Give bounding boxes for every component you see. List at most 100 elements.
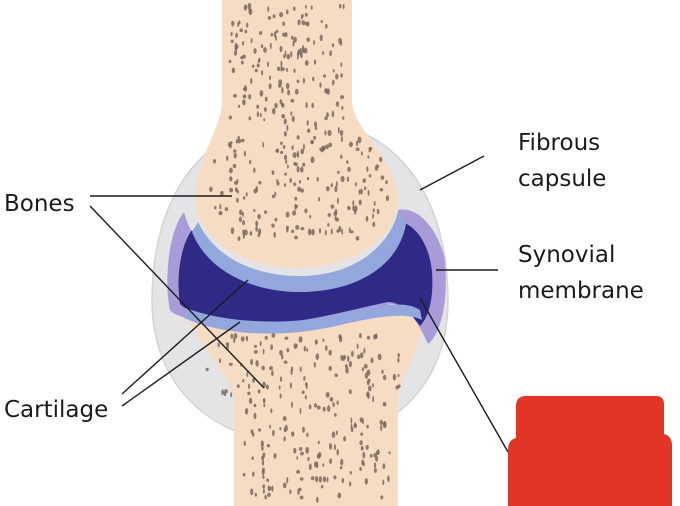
bone-pore bbox=[228, 115, 232, 120]
bone-pore bbox=[274, 217, 278, 222]
bone-pore bbox=[372, 208, 375, 213]
bone-pore bbox=[348, 360, 352, 368]
bone-pore bbox=[322, 145, 326, 151]
bone-pore bbox=[278, 79, 283, 86]
bone-pore bbox=[373, 467, 377, 474]
bone-pore bbox=[272, 107, 276, 115]
bone-pore bbox=[293, 161, 297, 166]
bone-pore bbox=[367, 392, 370, 400]
bone-pore bbox=[359, 466, 362, 472]
bone-pore bbox=[360, 188, 363, 195]
bone-pore bbox=[243, 4, 248, 11]
bone-pore bbox=[311, 229, 315, 236]
bone-pore bbox=[382, 463, 386, 470]
bone-pore bbox=[280, 102, 284, 107]
bone-pore bbox=[365, 444, 369, 450]
bone-pore bbox=[240, 336, 245, 342]
bone-pore bbox=[256, 104, 260, 109]
label-synovial-membrane-line1: Synovial bbox=[518, 242, 615, 268]
bone-pore bbox=[325, 186, 330, 192]
bone-pore bbox=[358, 189, 361, 195]
bone-pore bbox=[236, 384, 240, 388]
bone-pore bbox=[263, 107, 267, 112]
bone-pore bbox=[268, 486, 272, 491]
bone-pore bbox=[372, 383, 374, 388]
bone-pore bbox=[397, 384, 401, 388]
bone-pore bbox=[363, 186, 367, 191]
bone-pore bbox=[332, 79, 335, 86]
bone-pore bbox=[253, 167, 256, 173]
bone-pore bbox=[315, 353, 320, 360]
bone-pore bbox=[252, 378, 255, 383]
bone-pore bbox=[252, 471, 255, 477]
bone-pore bbox=[283, 436, 286, 442]
bone-pore bbox=[236, 197, 239, 203]
bone-pore bbox=[331, 431, 336, 439]
bone-pore bbox=[262, 348, 265, 355]
bone-pore bbox=[242, 196, 246, 200]
bone-pore bbox=[261, 459, 265, 466]
bone-pore bbox=[376, 209, 380, 215]
bone-pore bbox=[219, 358, 222, 364]
bone-pore bbox=[307, 128, 311, 133]
bone-pore bbox=[253, 403, 257, 408]
bone-pore bbox=[280, 60, 283, 67]
bone-pore bbox=[250, 488, 254, 496]
bone-pore bbox=[324, 130, 327, 136]
bone-pore bbox=[218, 210, 223, 216]
bone-pore bbox=[296, 456, 299, 460]
bone-pore bbox=[260, 440, 264, 448]
bone-pore bbox=[243, 150, 246, 157]
bone-pore bbox=[339, 466, 343, 470]
bone-pore bbox=[336, 449, 339, 456]
bone-pore bbox=[369, 453, 373, 458]
bone-pore bbox=[272, 429, 275, 437]
bone-pore bbox=[283, 54, 286, 59]
bone-pore bbox=[368, 385, 372, 392]
bone-pore bbox=[294, 235, 298, 240]
bone-pore bbox=[283, 154, 288, 160]
bone-pore bbox=[279, 426, 282, 431]
fibrous-capsule-leader bbox=[419, 155, 485, 191]
bone-pore bbox=[346, 176, 350, 182]
bone-pore bbox=[310, 156, 315, 164]
bone-pore bbox=[375, 164, 380, 168]
bone-pore bbox=[324, 345, 328, 351]
bone-pore bbox=[233, 50, 238, 56]
bone-pore bbox=[242, 379, 245, 383]
bone-pore bbox=[287, 89, 291, 96]
bone-pore bbox=[282, 21, 286, 26]
label-fibrous-capsule-line2: capsule bbox=[518, 166, 606, 192]
bone-pore bbox=[273, 31, 277, 38]
bone-pore bbox=[233, 337, 236, 344]
bone-pore bbox=[283, 131, 287, 137]
bone-pore bbox=[340, 136, 343, 143]
bone-pore bbox=[267, 61, 269, 67]
bone-pore bbox=[296, 52, 299, 60]
bone-pore bbox=[286, 164, 289, 169]
upper-bone bbox=[196, 0, 398, 268]
bone-pore bbox=[362, 451, 366, 459]
bone-pore bbox=[306, 176, 310, 181]
bone-pore bbox=[247, 391, 251, 396]
bone-pore bbox=[326, 112, 329, 118]
bone-pore bbox=[292, 40, 295, 47]
bone-pore bbox=[372, 221, 376, 227]
bone-pore bbox=[290, 111, 293, 116]
bone-pore bbox=[348, 481, 352, 487]
bone-pore bbox=[340, 73, 343, 78]
bone-pore bbox=[234, 180, 238, 185]
bone-pore bbox=[266, 444, 271, 448]
bone-pore bbox=[340, 154, 343, 159]
bone-pore bbox=[230, 392, 233, 398]
cartilage-leader-lower bbox=[121, 321, 241, 407]
bone-pore bbox=[299, 407, 302, 415]
bone-pore bbox=[274, 191, 277, 197]
bone-pore bbox=[286, 347, 290, 353]
bone-pore bbox=[379, 156, 383, 163]
bone-pore bbox=[319, 82, 322, 88]
bone-pore bbox=[372, 395, 375, 403]
bone-pore bbox=[304, 208, 308, 214]
bone-pore bbox=[242, 99, 246, 106]
bone-pore bbox=[238, 104, 240, 109]
